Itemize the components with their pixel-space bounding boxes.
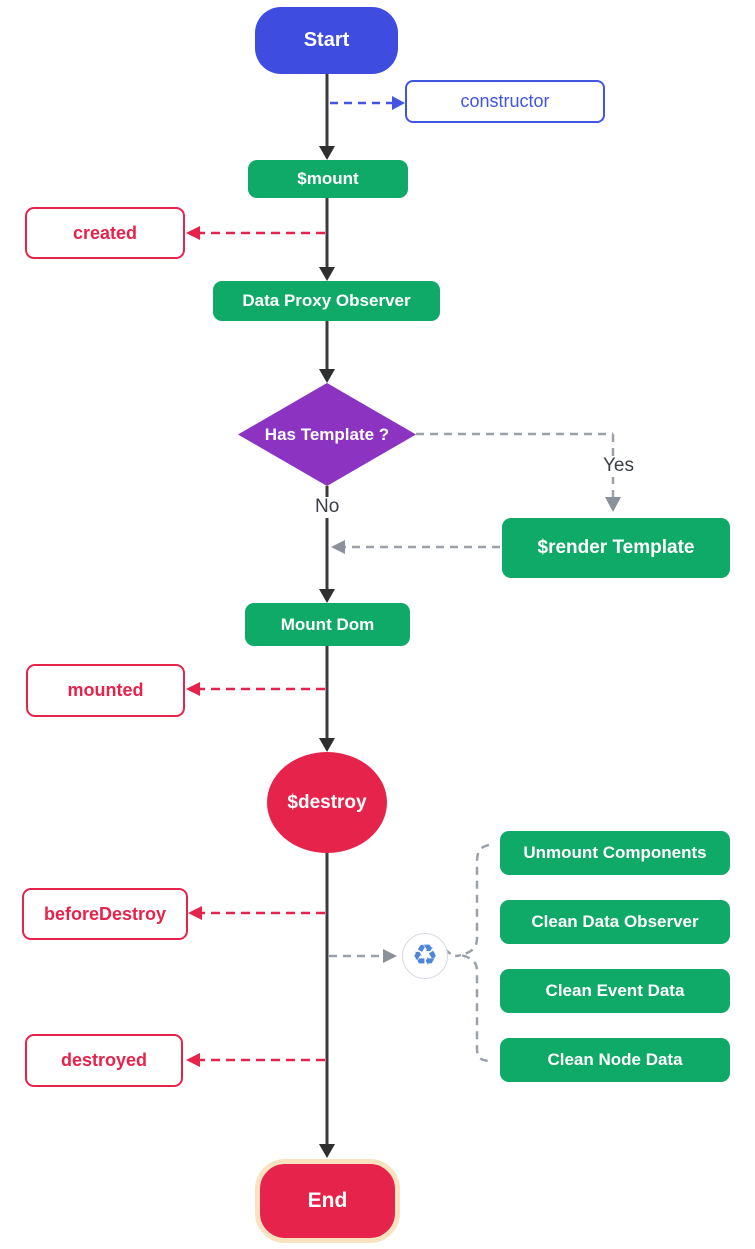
cleanup-bracket-link bbox=[445, 949, 462, 958]
node-render-template: $render Template bbox=[502, 518, 730, 578]
node-constructor: constructor bbox=[405, 80, 605, 123]
node-constructor-label: constructor bbox=[460, 91, 550, 111]
node-clean-data-observer-label: Clean Data Observer bbox=[531, 912, 699, 931]
node-mount-label: $mount bbox=[297, 169, 359, 188]
node-data-proxy-observer: Data Proxy Observer bbox=[213, 281, 440, 321]
node-start-label: Start bbox=[303, 29, 350, 51]
node-mount-dom-label: Mount Dom bbox=[280, 614, 375, 634]
hook-edges bbox=[200, 231, 325, 1062]
branch-label-no: No bbox=[312, 496, 343, 518]
node-end: End bbox=[255, 1159, 400, 1243]
node-mount: $mount bbox=[248, 160, 408, 198]
node-mounted: mounted bbox=[26, 664, 185, 717]
recycle-badge: ♻ bbox=[402, 933, 448, 979]
edge-yes-branch bbox=[416, 432, 615, 497]
node-destroyed-label: destroyed bbox=[60, 1050, 148, 1070]
node-clean-node-data-label: Clean Node Data bbox=[547, 1050, 683, 1069]
node-before-destroy: beforeDestroy bbox=[22, 888, 188, 940]
node-clean-event-data-label: Clean Event Data bbox=[545, 981, 685, 1000]
node-destroyed: destroyed bbox=[25, 1034, 183, 1087]
node-unmount-components: Unmount Components bbox=[500, 831, 730, 875]
main-flow-arrowheads bbox=[319, 146, 335, 1158]
edge-render-return-arrowhead bbox=[331, 540, 345, 554]
node-destroy-label: $destroy bbox=[287, 791, 367, 813]
edge-cleanup-arrowhead bbox=[383, 949, 397, 963]
cleanup-bracket bbox=[456, 843, 490, 1063]
node-unmount-components-label: Unmount Components bbox=[523, 843, 707, 862]
node-clean-event-data: Clean Event Data bbox=[500, 969, 730, 1013]
node-before-destroy-label: beforeDestroy bbox=[43, 903, 167, 924]
node-has-template-label: Has Template ? bbox=[264, 424, 390, 444]
node-created-label: created bbox=[72, 222, 138, 243]
edge-yes-arrowhead bbox=[605, 497, 621, 512]
node-clean-node-data: Clean Node Data bbox=[500, 1038, 730, 1082]
node-end-label: End bbox=[307, 1189, 348, 1212]
hook-arrowheads bbox=[186, 226, 202, 1067]
node-destroy: $destroy bbox=[267, 752, 387, 853]
node-clean-data-observer: Clean Data Observer bbox=[500, 900, 730, 944]
node-data-proxy-observer-label: Data Proxy Observer bbox=[242, 291, 411, 310]
node-mount-dom: Mount Dom bbox=[245, 603, 410, 646]
branch-label-yes: Yes bbox=[600, 455, 637, 477]
edge-constructor-arrowhead bbox=[392, 96, 405, 110]
recycle-icon: ♻ bbox=[412, 939, 438, 972]
node-start: Start bbox=[255, 7, 398, 74]
node-created: created bbox=[25, 207, 185, 259]
node-mounted-label: mounted bbox=[67, 680, 144, 700]
node-render-template-label: $render Template bbox=[537, 537, 695, 558]
